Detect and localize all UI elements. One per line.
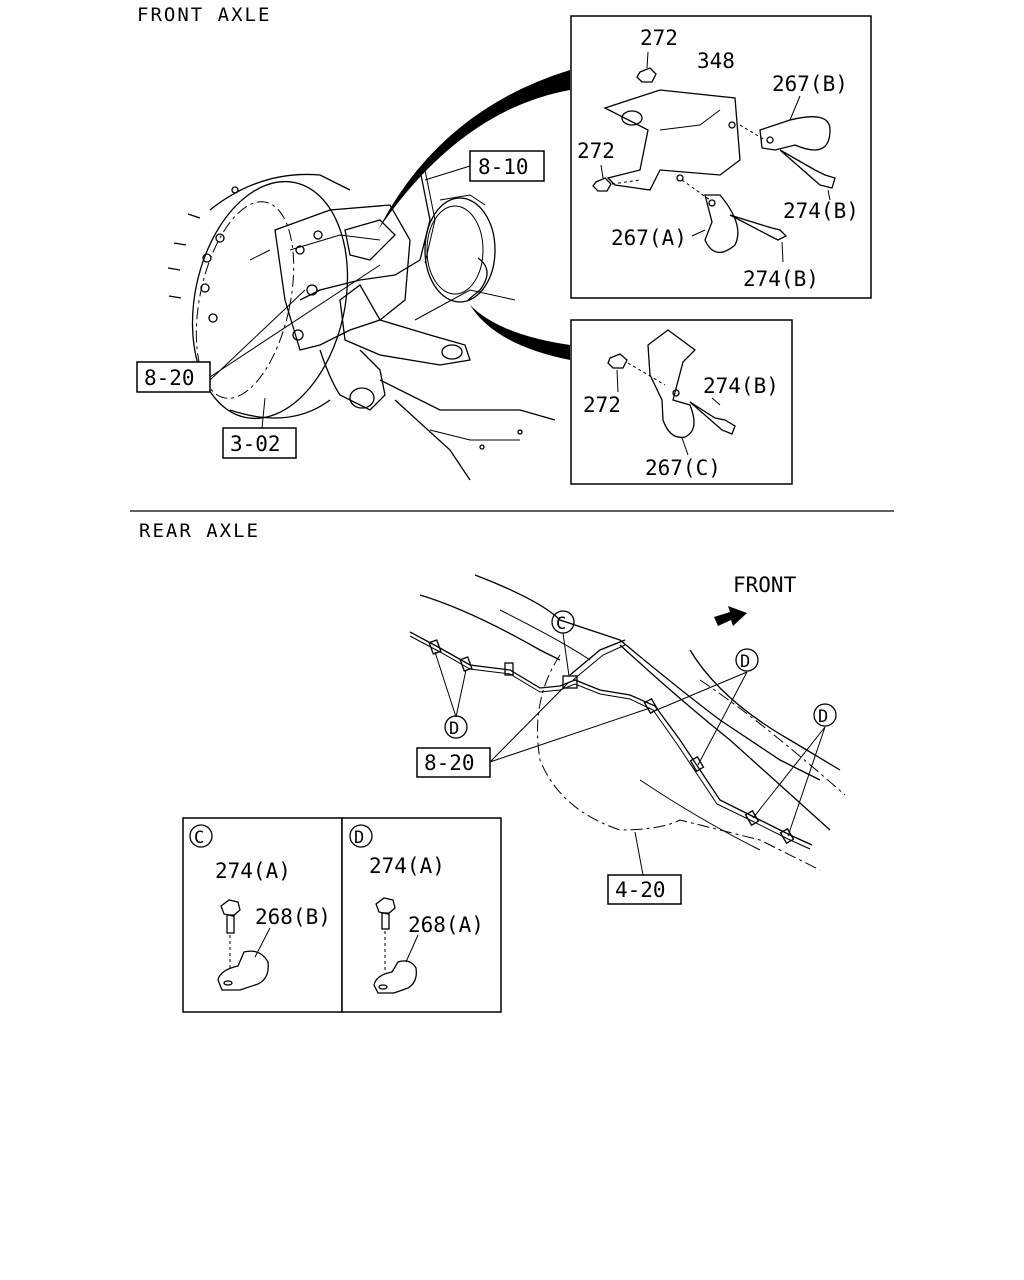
zoom-wedge-top [378,70,570,230]
svg-text:D: D [354,828,364,848]
svg-text:8-20: 8-20 [424,751,475,775]
svg-text:4-20: 4-20 [615,878,666,902]
svg-text:272: 272 [577,139,615,163]
svg-text:268(B): 268(B) [255,905,331,929]
svg-text:D: D [449,719,459,739]
front-direction-arrow: FRONT [714,573,797,626]
front-axle-drawing [167,169,556,481]
detail-box-c: C 274(A) 268(B) [182,817,343,1013]
detail-box-d: D 274(A) 268(A) [341,817,502,1013]
svg-text:8-10: 8-10 [478,155,529,179]
svg-text:C: C [194,828,204,848]
svg-text:272: 272 [583,393,621,417]
callout-c-rear: C [551,610,575,634]
svg-text:D: D [740,652,750,672]
detail-box-top: 272 348 267(B) 272 274(B) 267(A) 274(B) [570,15,872,299]
svg-text:3-02: 3-02 [230,432,281,456]
detail-box-middle: 272 274(B) 267(C) [570,319,793,485]
svg-text:267(A): 267(A) [611,226,687,250]
callout-d-right: D [813,703,837,727]
ref-box-8-10: 8-10 [424,150,545,182]
svg-text:274(B): 274(B) [783,199,859,223]
ref-box-3-02: 3-02 [222,397,297,459]
rear-axle-drawing [409,574,846,876]
front-axle-title: FRONT AXLE [137,4,271,26]
svg-text:268(A): 268(A) [408,913,484,937]
svg-text:274(B): 274(B) [743,267,819,291]
svg-text:267(C): 267(C) [645,456,721,480]
zoom-wedge-mid [470,305,570,360]
svg-text:D: D [818,707,828,727]
svg-text:274(A): 274(A) [369,854,445,878]
ref-box-8-20-front: 8-20 [136,264,381,393]
svg-text:8-20: 8-20 [144,366,195,390]
svg-text:348: 348 [697,49,735,73]
ref-box-4-20: 4-20 [607,874,682,905]
callout-d-mid: D [735,648,759,672]
ref-box-8-20-rear: 8-20 [416,747,491,778]
svg-text:274(B): 274(B) [703,374,779,398]
svg-text:274(A): 274(A) [215,859,291,883]
svg-text:C: C [556,614,566,634]
svg-text:FRONT: FRONT [733,573,797,597]
svg-text:272: 272 [640,26,678,50]
rear-axle-title: REAR AXLE [139,520,260,542]
svg-text:267(B): 267(B) [772,72,848,96]
callout-d-left: D [444,715,468,739]
